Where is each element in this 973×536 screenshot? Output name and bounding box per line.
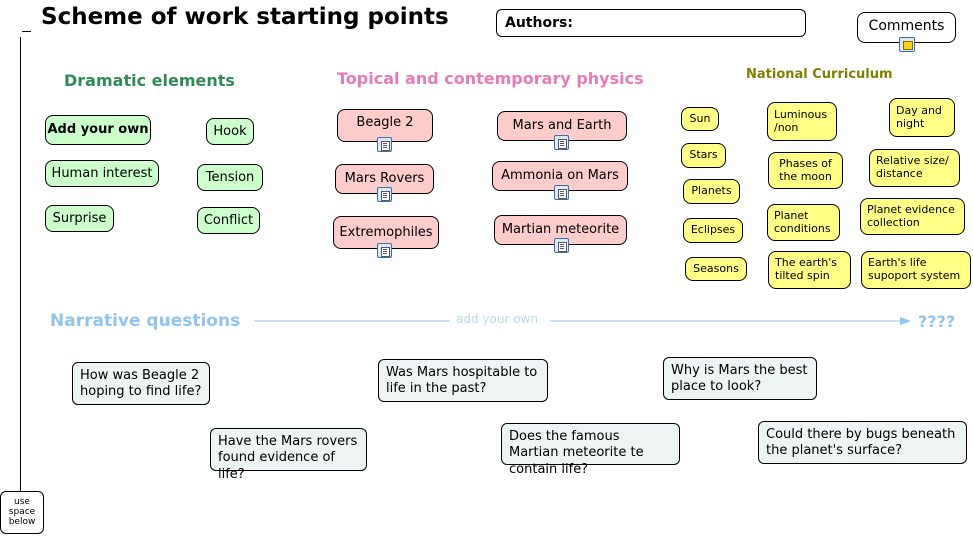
nc-earths-tilted-spin[interactable]: The earth's tilted spin [768,251,851,289]
nc-sun[interactable]: Sun [681,107,719,131]
mars-and-earth-document-icon[interactable] [554,135,569,150]
comments-label: Comments [868,18,945,34]
nc-day-and-night[interactable]: Day and night [889,98,955,137]
question-beagle-2-life[interactable]: How was Beagle 2 hoping to find life? [72,362,210,405]
mars-rovers-document-icon[interactable] [377,187,392,202]
question-why-mars-best[interactable]: Why is Mars the best place to look? [663,357,817,400]
nc-earths-life-support-system[interactable]: Earth's life supoport system [861,251,971,289]
question-martian-meteorite-life[interactable]: Does the famous Martian meteorite te con… [501,423,680,477]
nc-planets[interactable]: Planets [683,179,740,204]
martian-meteorite-document-icon[interactable] [554,238,569,253]
nc-planet-evidence-collection[interactable]: Planet evidence collection [860,198,965,235]
left-rail-line [20,37,21,491]
authors-field[interactable]: Authors: [496,9,806,37]
dramatic-elements-header: Dramatic elements [64,71,235,90]
dramatic-conflict[interactable]: Conflict [197,207,260,234]
use-space-word-1: use [14,497,30,507]
ammonia-on-mars-document-icon[interactable] [554,185,569,200]
dramatic-tension[interactable]: Tension [197,164,263,191]
dramatic-human-interest[interactable]: Human interest [45,160,159,187]
topical-physics-header: Topical and contemporary physics [337,69,644,88]
add-your-own-arrow [254,317,911,325]
beagle-2-document-icon[interactable] [377,137,392,152]
page-title: Scheme of work starting points [41,4,449,30]
topical-extremophiles[interactable]: Extremophiles [333,216,439,249]
dramatic-hook[interactable]: Hook [206,118,254,145]
nc-eclipses[interactable]: Eclipses [683,218,743,243]
comments-note-icon[interactable] [899,37,915,52]
authors-label: Authors: [505,15,573,31]
question-mars-rovers-evidence[interactable]: Have the Mars rovers found evidence of l… [210,428,367,482]
left-rail-tick [22,31,31,32]
nc-phases-of-the-moon[interactable]: Phases of the moon [768,152,843,189]
extremophiles-document-icon[interactable] [377,243,392,258]
add-your-own-label: add your own [456,312,538,326]
nc-planet-conditions[interactable]: Planet conditions [767,204,840,241]
narrative-questions-header: Narrative questions [50,311,241,331]
use-space-below-box[interactable]: use space below [0,491,44,534]
question-mars-hospitable[interactable]: Was Mars hospitable to life in the past? [378,359,548,402]
use-space-word-3: below [8,517,36,527]
topical-ammonia-on-mars[interactable]: Ammonia on Mars [492,161,628,191]
dramatic-surprise[interactable]: Surprise [45,205,114,232]
national-curriculum-header: National Curriculum [746,67,893,82]
question-bugs-beneath-surface[interactable]: Could there by bugs beneath the planet's… [758,421,967,464]
question-marks-label: ???? [918,312,956,331]
nc-relative-size-distance[interactable]: Relative size/ distance [869,149,960,187]
nc-stars[interactable]: Stars [681,143,726,168]
use-space-word-2: space [8,507,36,517]
nc-luminous-non[interactable]: Luminous /non [767,102,837,141]
dramatic-add-your-own[interactable]: Add your own [45,115,151,145]
nc-seasons[interactable]: Seasons [685,257,747,281]
